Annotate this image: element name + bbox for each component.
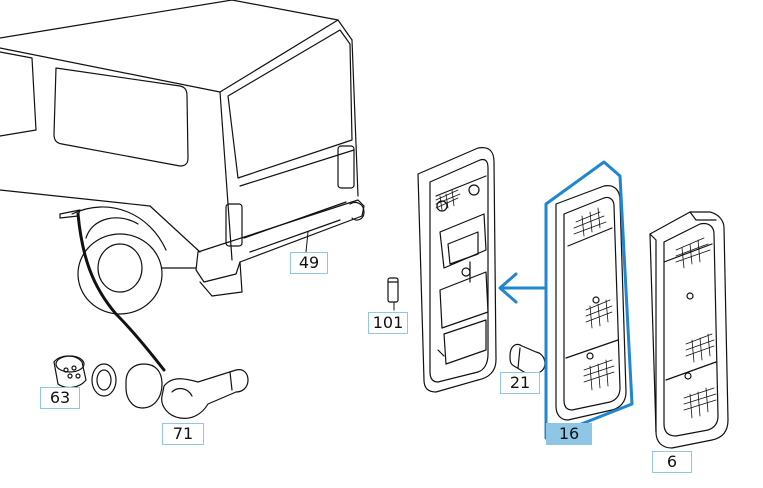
callout-101[interactable]: 101 [368,312,408,334]
lamp-assembly-6 [649,211,729,449]
hatch-patterns [435,189,717,419]
lamp-housing [417,147,497,393]
callout-71[interactable]: 71 [162,423,204,445]
callout-21[interactable]: 21 [500,372,540,394]
callout-49[interactable]: 49 [290,252,328,274]
callout-63[interactable]: 63 [40,387,80,409]
leader-lines [305,231,395,311]
lens-16 [555,185,627,421]
connector-parts [53,355,249,419]
wiring-harness [76,212,166,372]
bulb [509,343,546,376]
arrow-left-icon [498,272,546,304]
callout-6[interactable]: 6 [652,451,692,473]
selection-outline [544,160,634,440]
callout-16-selected[interactable]: 16 [546,423,592,445]
screw-101 [387,277,399,303]
